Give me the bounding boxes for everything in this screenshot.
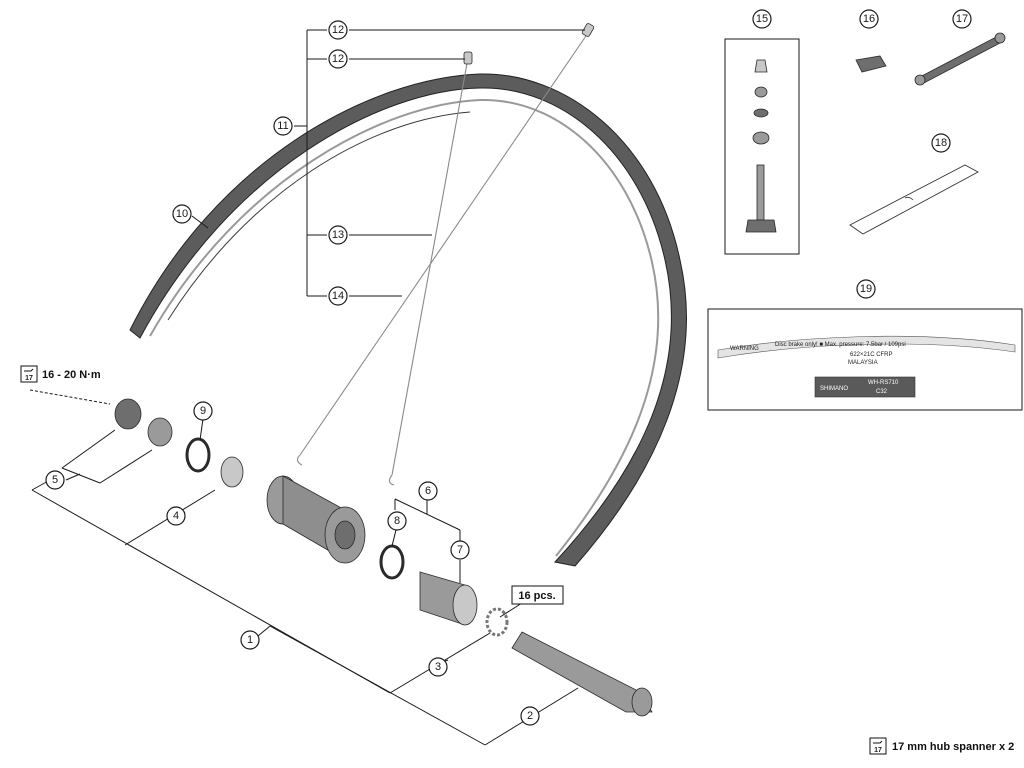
tool-note: 17 17 mm hub spanner x 2 — [869, 737, 1014, 755]
callout-circle — [859, 9, 879, 29]
callout-c2: 2 — [520, 706, 540, 726]
callout-c9: 9 — [193, 401, 213, 421]
callout-c12a: 12 — [328, 20, 348, 40]
callout-c19: 19 — [856, 279, 876, 299]
callout-c15: 15 — [752, 9, 772, 29]
callout-number: 15 — [756, 13, 768, 25]
callout-c11: 11 — [273, 116, 293, 136]
callout-number: 5 — [52, 474, 58, 486]
callout-number: 6 — [425, 485, 431, 497]
torque-value: 16 - 20 N·m — [42, 369, 101, 381]
callout-c10: 10 — [172, 204, 192, 224]
callout-number: 12 — [332, 53, 344, 65]
sticker-origin: MALAYSIA — [848, 360, 878, 366]
sticker-brand: SHIMANO — [820, 386, 848, 392]
callout-circle — [166, 506, 186, 526]
spokes-illustration — [296, 29, 591, 486]
callout-circle — [328, 286, 348, 306]
callout-c6: 6 — [418, 481, 438, 501]
callout-c18: 18 — [931, 133, 951, 153]
ball-count-text: 16 pcs. — [518, 590, 555, 602]
callout-circle — [387, 511, 407, 531]
callout-circle — [172, 204, 192, 224]
callout-number: 12 — [332, 24, 344, 36]
callout-circle — [931, 133, 951, 153]
hub-body-illustration — [266, 475, 366, 564]
callout-c1: 1 — [240, 630, 260, 650]
bearing-balls — [485, 607, 509, 637]
valve-pad — [855, 55, 887, 73]
callout-circle — [418, 481, 438, 501]
callout-number: 3 — [435, 661, 441, 673]
callout-circle — [952, 9, 972, 29]
callout-circle — [240, 630, 260, 650]
callout-number: 13 — [332, 229, 344, 241]
callout-number: 4 — [173, 510, 179, 522]
tool-note-text: 17 mm hub spanner x 2 — [892, 741, 1014, 753]
callout-c3: 3 — [428, 657, 448, 677]
rim-illustration — [129, 73, 687, 567]
callout-c12b: 12 — [328, 49, 348, 69]
callout-circle — [273, 116, 293, 136]
callout-number: 16 — [863, 13, 875, 25]
rim-tape — [849, 164, 979, 235]
ball-count-label: 16 pcs. — [511, 585, 564, 605]
callout-c5: 5 — [45, 470, 65, 490]
callout-circle — [856, 279, 876, 299]
callout-number: 14 — [332, 290, 344, 302]
callout-c17: 17 — [952, 9, 972, 29]
callout-number: 2 — [527, 710, 533, 722]
callout-number: 19 — [860, 283, 872, 295]
callout-circle — [328, 225, 348, 245]
hub-small-parts — [114, 398, 244, 488]
callout-circle — [328, 20, 348, 40]
sticker-size: 622×21C CFRP — [850, 352, 893, 358]
sticker-model: WH-RS710 — [868, 380, 899, 386]
freehub-illustration — [379, 544, 478, 626]
callout-number: 1 — [247, 634, 253, 646]
spoke-tool — [914, 32, 1006, 86]
callout-circle — [450, 540, 470, 560]
sticker-line1: Disc brake only! ■ Max. pressure: 7.5bar… — [775, 342, 906, 348]
spoke-nipples — [463, 23, 595, 65]
callout-c16: 16 — [859, 9, 879, 29]
sticker-box — [707, 308, 1023, 411]
sticker-warning: WARNING — [730, 346, 759, 352]
callout-circle — [520, 706, 540, 726]
callout-c4: 4 — [166, 506, 186, 526]
leader-lines — [29, 29, 585, 746]
callout-number: 17 — [956, 13, 968, 25]
callout-circle — [193, 401, 213, 421]
torque-tool-size: 17 — [25, 375, 33, 382]
callout-number: 10 — [176, 208, 188, 220]
callout-number: 11 — [277, 120, 288, 132]
callout-number: 18 — [935, 137, 947, 149]
torque-spec: 17 16 - 20 N·m — [20, 365, 101, 383]
callout-c13: 13 — [328, 225, 348, 245]
tool-note-size: 17 — [874, 747, 882, 754]
callout-circle — [328, 49, 348, 69]
valve-box — [724, 38, 800, 255]
callout-circle — [45, 470, 65, 490]
callout-number: 9 — [200, 405, 206, 417]
callout-c7: 7 — [450, 540, 470, 560]
callout-c14: 14 — [328, 286, 348, 306]
callout-c8: 8 — [387, 511, 407, 531]
callout-number: 8 — [394, 515, 400, 527]
callout-circle — [428, 657, 448, 677]
sticker-model-code: C32 — [876, 389, 888, 395]
callout-circle — [752, 9, 772, 29]
callout-number: 7 — [457, 544, 463, 556]
axle-illustration — [511, 631, 653, 717]
